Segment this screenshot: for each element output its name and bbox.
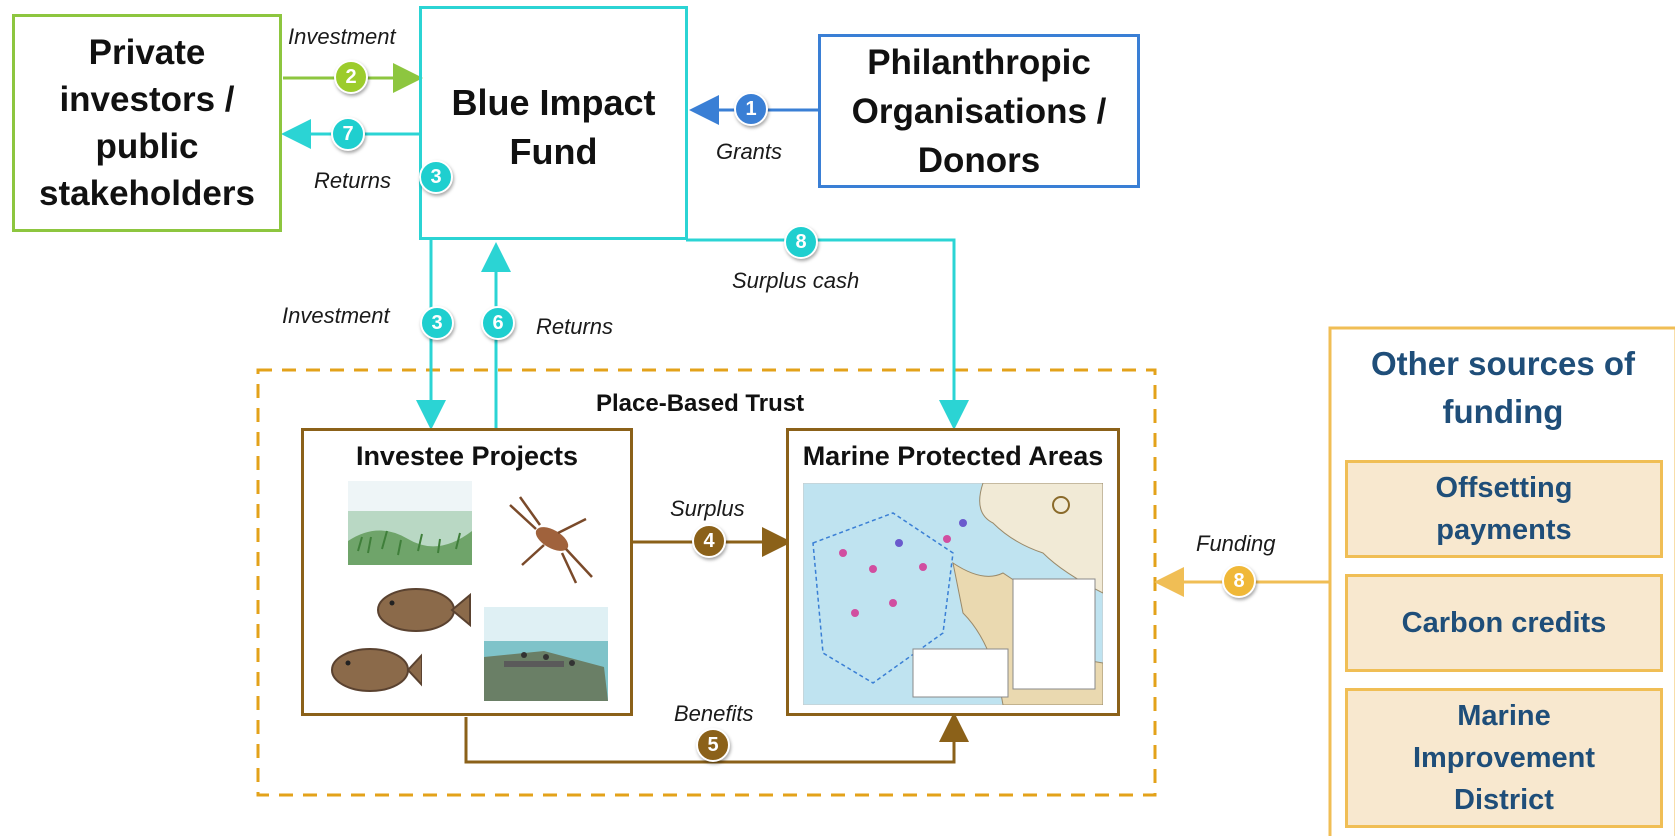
badge-8-top: 8 xyxy=(784,225,818,259)
label-investment-down: Investment xyxy=(282,303,390,328)
badge-5: 5 xyxy=(696,728,730,762)
marine-improvement-district-label: Marine Improvement District xyxy=(1412,699,1596,817)
blue-impact-fund-box: Blue Impact Fund xyxy=(419,6,688,240)
badge-6: 6 xyxy=(481,306,515,340)
marine-improvement-district-box: Marine Improvement District xyxy=(1345,688,1663,828)
flatfish-illustration-1 xyxy=(377,588,471,632)
investee-projects-title: Investee Projects xyxy=(355,441,579,471)
label-benefits: Benefits xyxy=(674,701,754,726)
offsetting-payments-label: Offsetting payments xyxy=(1435,471,1573,546)
carbon-credits-box: Carbon credits xyxy=(1345,574,1663,672)
investors-box: Private investors / public stakeholders xyxy=(12,14,282,232)
label-investment-top: Investment xyxy=(288,24,396,49)
badge-2: 2 xyxy=(334,60,368,94)
label-surplus-cash: Surplus cash xyxy=(732,268,860,293)
label-returns-left: Returns xyxy=(314,168,392,193)
investee-projects-box: Investee Projects xyxy=(301,428,633,716)
badge-1: 1 xyxy=(734,92,768,126)
badge-8-right: 8 xyxy=(1222,564,1256,598)
harbour-illustration xyxy=(484,607,608,701)
flow-surplus-cash-arrow xyxy=(686,238,969,430)
investors-label: Private investors / public stakeholders xyxy=(39,32,255,214)
badge-3-middle: 3 xyxy=(420,306,454,340)
label-grants: Grants xyxy=(716,139,783,164)
mpa-map-illustration xyxy=(803,483,1103,705)
mpa-box: Marine Protected Areas xyxy=(786,428,1120,716)
badge-3-top: 3 xyxy=(419,160,453,194)
badge-7: 7 xyxy=(331,117,365,151)
label-returns-up: Returns xyxy=(536,314,614,339)
saltmarsh-illustration xyxy=(348,481,472,565)
flow-benefits-arrow xyxy=(464,712,969,764)
label-surplus: Surplus xyxy=(670,496,745,521)
mpa-title: Marine Protected Areas xyxy=(802,441,1104,471)
trust-label: Place-Based Trust xyxy=(596,390,805,417)
donors-label: Philanthropic Organisations / Donors xyxy=(851,42,1107,180)
offsetting-payments-box: Offsetting payments xyxy=(1345,460,1663,558)
flatfish-illustration-2 xyxy=(331,648,422,692)
donors-box: Philanthropic Organisations / Donors xyxy=(818,34,1140,188)
label-funding: Funding xyxy=(1196,531,1276,556)
other-sources-title: Other sources of funding xyxy=(1370,345,1636,430)
crayfish-illustration xyxy=(509,496,593,584)
badge-4: 4 xyxy=(692,524,726,558)
carbon-credits-label: Carbon credits xyxy=(1401,606,1607,639)
fund-label: Blue Impact Fund xyxy=(451,82,656,172)
